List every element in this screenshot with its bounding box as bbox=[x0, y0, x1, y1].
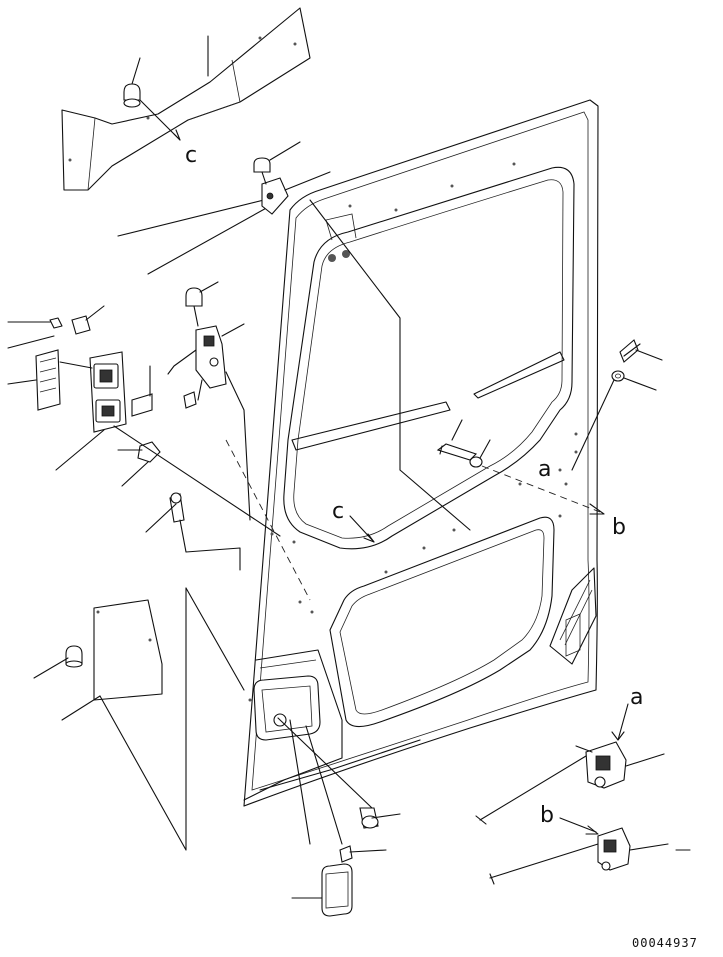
lower-clip bbox=[65, 645, 83, 668]
upper-latch-cable bbox=[117, 157, 289, 275]
callout-c-top: c bbox=[185, 143, 197, 168]
callout-a-panel: a bbox=[538, 457, 551, 482]
callout-c-window: c bbox=[332, 499, 344, 524]
inner-lock-mechanism bbox=[167, 287, 227, 409]
lower-trim-panel bbox=[93, 599, 163, 701]
callout-a-lock: a bbox=[630, 685, 643, 710]
right-washer bbox=[611, 370, 625, 382]
center-bolt bbox=[436, 443, 478, 461]
inner-handle-bolt-bottom bbox=[117, 441, 161, 463]
door-lock-a bbox=[475, 741, 627, 825]
top-trim-strip bbox=[61, 7, 311, 191]
drawing-number: 00044937 bbox=[632, 936, 698, 950]
door-lock-b bbox=[489, 827, 631, 885]
right-upper-bolt bbox=[619, 339, 641, 363]
left-lower-bolt bbox=[169, 492, 185, 523]
inner-handle-assembly bbox=[35, 349, 153, 433]
callout-b-lock: b bbox=[540, 803, 554, 828]
inner-handle-bolt-top bbox=[71, 305, 105, 335]
outer-handle bbox=[321, 863, 353, 917]
center-washer bbox=[469, 456, 483, 468]
top-clip-fastener bbox=[123, 83, 141, 108]
callout-b-panel: b bbox=[612, 515, 626, 540]
bottom-bolt bbox=[359, 807, 379, 829]
bottom-screw bbox=[339, 845, 353, 863]
door-panel bbox=[243, 99, 599, 807]
